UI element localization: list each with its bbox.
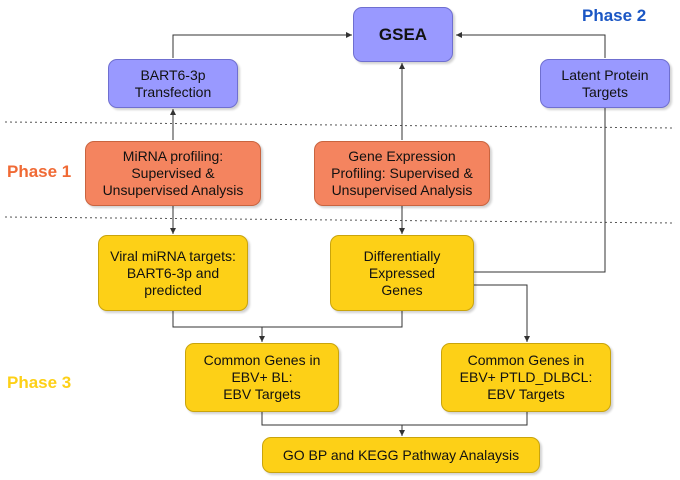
mirna-profiling-node: MiRNA profiling: Supervised & Unsupervis… xyxy=(85,141,261,206)
phase-1-label: Phase 1 xyxy=(7,162,72,181)
connector-bart6-to-gsea xyxy=(172,32,352,58)
connector-bl-ptld-merge xyxy=(261,412,528,426)
pathway-analysis-node: GO BP and KEGG Pathway Analaysis xyxy=(262,437,540,473)
viral-mirna-targets-node: Viral miRNA targets: BART6-3p and predic… xyxy=(98,235,248,311)
latent-protein-targets-node: Latent Protein Targets xyxy=(540,59,670,108)
gsea-node: GSEA xyxy=(353,7,453,62)
connector-deg-to-ptld xyxy=(474,284,530,342)
phase-separator-bottom xyxy=(4,216,676,224)
differentially-expressed-genes-node: Differentially Expressed Genes xyxy=(330,235,474,311)
common-genes-bl-node: Common Genes in EBV+ BL: EBV Targets xyxy=(185,343,339,412)
connector-latent-to-gsea xyxy=(456,32,606,58)
bart6-transfection-node: BART6-3p Transfection xyxy=(108,59,238,108)
phase-3-label: Phase 3 xyxy=(7,373,72,392)
connector-deg-to-latent xyxy=(474,108,606,273)
phase-separator-top xyxy=(4,121,676,129)
gene-expression-profiling-node: Gene Expression Profiling: Supervised & … xyxy=(314,141,490,206)
common-genes-ptld-node: Common Genes in EBV+ PTLD_DLBCL: EBV Tar… xyxy=(441,343,611,412)
phase-2-label: Phase 2 xyxy=(582,6,647,25)
connector-merge-to-bl xyxy=(172,311,403,328)
